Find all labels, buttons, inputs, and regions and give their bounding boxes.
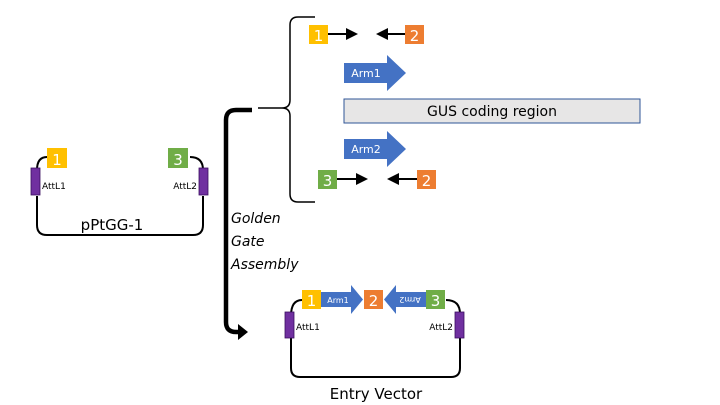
entry-site-3-box [426, 290, 445, 309]
entry-attl1-label: AttL1 [296, 323, 320, 333]
primer-pair-1: 1 2 [309, 25, 424, 45]
entry-site-2-label: 2 [369, 292, 379, 310]
arm2-label: Arm2 [351, 143, 381, 156]
entry-arm2-arrow [384, 285, 426, 314]
entry-arm1-label: Arm1 [327, 296, 349, 305]
gus-box [343, 98, 641, 124]
site-1-label: 1 [52, 151, 62, 169]
primer2-site-2-box [417, 170, 436, 189]
entry-site-3-label: 3 [431, 292, 441, 310]
primer1-site-2-label: 2 [410, 27, 420, 45]
source-vector-name: pPtGG-1 [81, 216, 144, 234]
entry-site-1-box [302, 290, 321, 309]
source-vector: 1 3 AttL1 AttL2 pPtGG-1 [30, 148, 209, 236]
entry-attl2-label: AttL2 [429, 323, 453, 333]
arm2-part: Arm2 [344, 131, 406, 167]
entry-site-2-box [364, 290, 383, 309]
site-3-label: 3 [173, 151, 183, 169]
assembly-label-line1: Golden [231, 211, 281, 227]
arm2-arrow [344, 131, 406, 167]
primer1-site-1-box [309, 25, 328, 44]
gus-part: GUS coding region [343, 98, 641, 124]
assembly-label-line2: Gate [231, 234, 265, 250]
primer2-site-3-box [318, 170, 337, 189]
assembly-arrowhead [238, 324, 248, 340]
attl1-label: AttL1 [42, 182, 66, 192]
site-3-box [168, 148, 188, 168]
entry-vector-backbone [290, 337, 461, 378]
attl2-label: AttL2 [173, 182, 197, 192]
source-vector-backbone [36, 196, 204, 236]
entry-arm1-arrow [321, 285, 363, 314]
arm1-label: Arm1 [351, 67, 381, 80]
arm1-part: Arm1 [344, 55, 406, 91]
primer2-site-3-label: 3 [323, 172, 333, 190]
site-1-box [47, 148, 67, 168]
gus-label: GUS coding region [427, 104, 557, 120]
assembly-label-line3: Assembly [230, 257, 299, 273]
arm1-arrow [344, 55, 406, 91]
entry-vector: 1 Arm1 2 Arm2 3 AttL1 AttL2 Entry Vector [284, 285, 465, 403]
primer1-site-2-box [405, 25, 424, 44]
entry-attl1-marker [284, 311, 295, 339]
attl2-marker [198, 167, 209, 196]
entry-site-1-label: 1 [307, 292, 317, 310]
parts-bracket [281, 16, 315, 203]
entry-vector-name: Entry Vector [330, 385, 423, 403]
entry-attl2-marker [454, 311, 465, 339]
entry-arm2-label: Arm2 [399, 295, 421, 304]
primer2-site-2-label: 2 [422, 172, 432, 190]
primer-pair-2: 3 2 [318, 170, 436, 190]
assembly-arrow [223, 107, 252, 335]
primer1-site-1-label: 1 [314, 27, 324, 45]
attl1-marker [30, 167, 41, 196]
